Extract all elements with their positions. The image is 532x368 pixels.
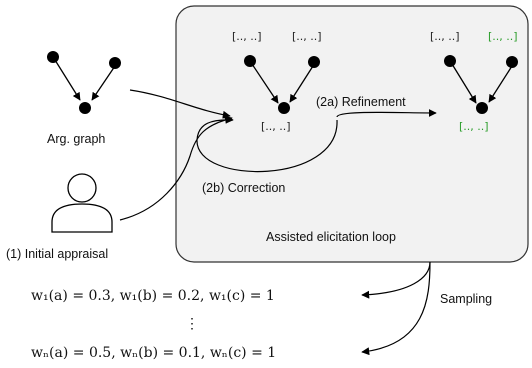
graph-node-c	[476, 102, 488, 114]
graph-node-a	[244, 55, 256, 67]
graph-node-a	[444, 55, 456, 67]
correction-arrow	[196, 115, 338, 173]
arg-graph-label: Arg. graph	[47, 132, 105, 146]
correction-label: (2b) Correction	[202, 181, 285, 195]
refined-graph: [.., ..] [.., ..] [.., ..]	[430, 30, 518, 133]
graph-node-b	[109, 57, 121, 69]
graph-node-c	[79, 102, 91, 114]
placeholder-middle-bottom: [.., ..]	[261, 120, 291, 133]
weight-ellipsis: ⋮	[185, 316, 199, 332]
graph-node-a	[47, 51, 59, 63]
appraisal-to-loop-arrow	[119, 115, 233, 221]
placeholder-middle-top-right: [.., ..]	[292, 30, 322, 43]
weight-sample-last: wₙ(a) = 0.5, wₙ(b) = 0.1, wₙ(c) = 1	[31, 345, 276, 361]
placeholder-middle-top-left: [.., ..]	[232, 30, 262, 43]
graph-node-b	[506, 56, 518, 68]
graph-node-b	[308, 56, 320, 68]
user-icon	[51, 173, 113, 233]
refinement-label: (2a) Refinement	[316, 95, 406, 109]
graph-to-loop-arrow	[129, 89, 231, 119]
loop-box-label: Assisted elicitation loop	[266, 230, 396, 244]
placeholder-right-top-right-refined: [.., ..]	[488, 30, 518, 43]
argument-graph-icon	[47, 51, 121, 114]
weight-sample-first: w₁(a) = 0.3, w₁(b) = 0.2, w₁(c) = 1	[31, 288, 275, 304]
middle-graph: [.., ..] [.., ..] [.., ..]	[232, 30, 322, 133]
placeholder-right-top-left: [.., ..]	[430, 30, 460, 43]
sampling-arrow-first	[361, 261, 431, 299]
sampling-arrow-last	[361, 261, 431, 356]
refinement-arrow	[336, 108, 437, 118]
graph-node-c	[278, 102, 290, 114]
elicitation-loop-box	[175, 5, 529, 263]
initial-appraisal-label: (1) Initial appraisal	[6, 247, 108, 261]
placeholder-right-bottom-refined: [.., ..]	[459, 120, 489, 133]
sampling-label: Sampling	[440, 292, 492, 306]
